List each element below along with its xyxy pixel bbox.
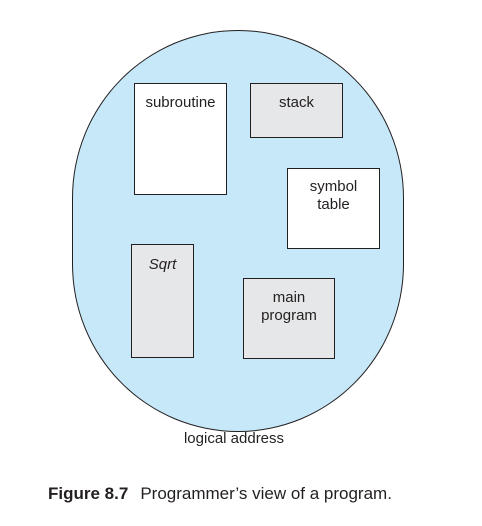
figure-caption-text: Programmer’s view of a program. [140, 484, 392, 503]
segment-main-program: main program [243, 278, 335, 359]
segment-main-program-label: main program [261, 289, 317, 324]
segment-symbol-table-label: symbol table [309, 178, 358, 213]
segment-stack: stack [250, 83, 343, 138]
segment-sqrt-label: Sqrt [148, 256, 177, 273]
figure-number: Figure 8.7 [48, 484, 129, 503]
segment-stack-label: stack [278, 94, 314, 111]
figure-caption: Figure 8.7 Programmer’s view of a program… [48, 484, 392, 504]
segment-subroutine: subroutine [134, 83, 227, 195]
segment-subroutine-label: subroutine [145, 94, 216, 111]
logical-address-label: logical address [183, 430, 285, 447]
segment-sqrt: Sqrt [131, 244, 194, 358]
segment-symbol-table: symbol table [287, 168, 380, 249]
